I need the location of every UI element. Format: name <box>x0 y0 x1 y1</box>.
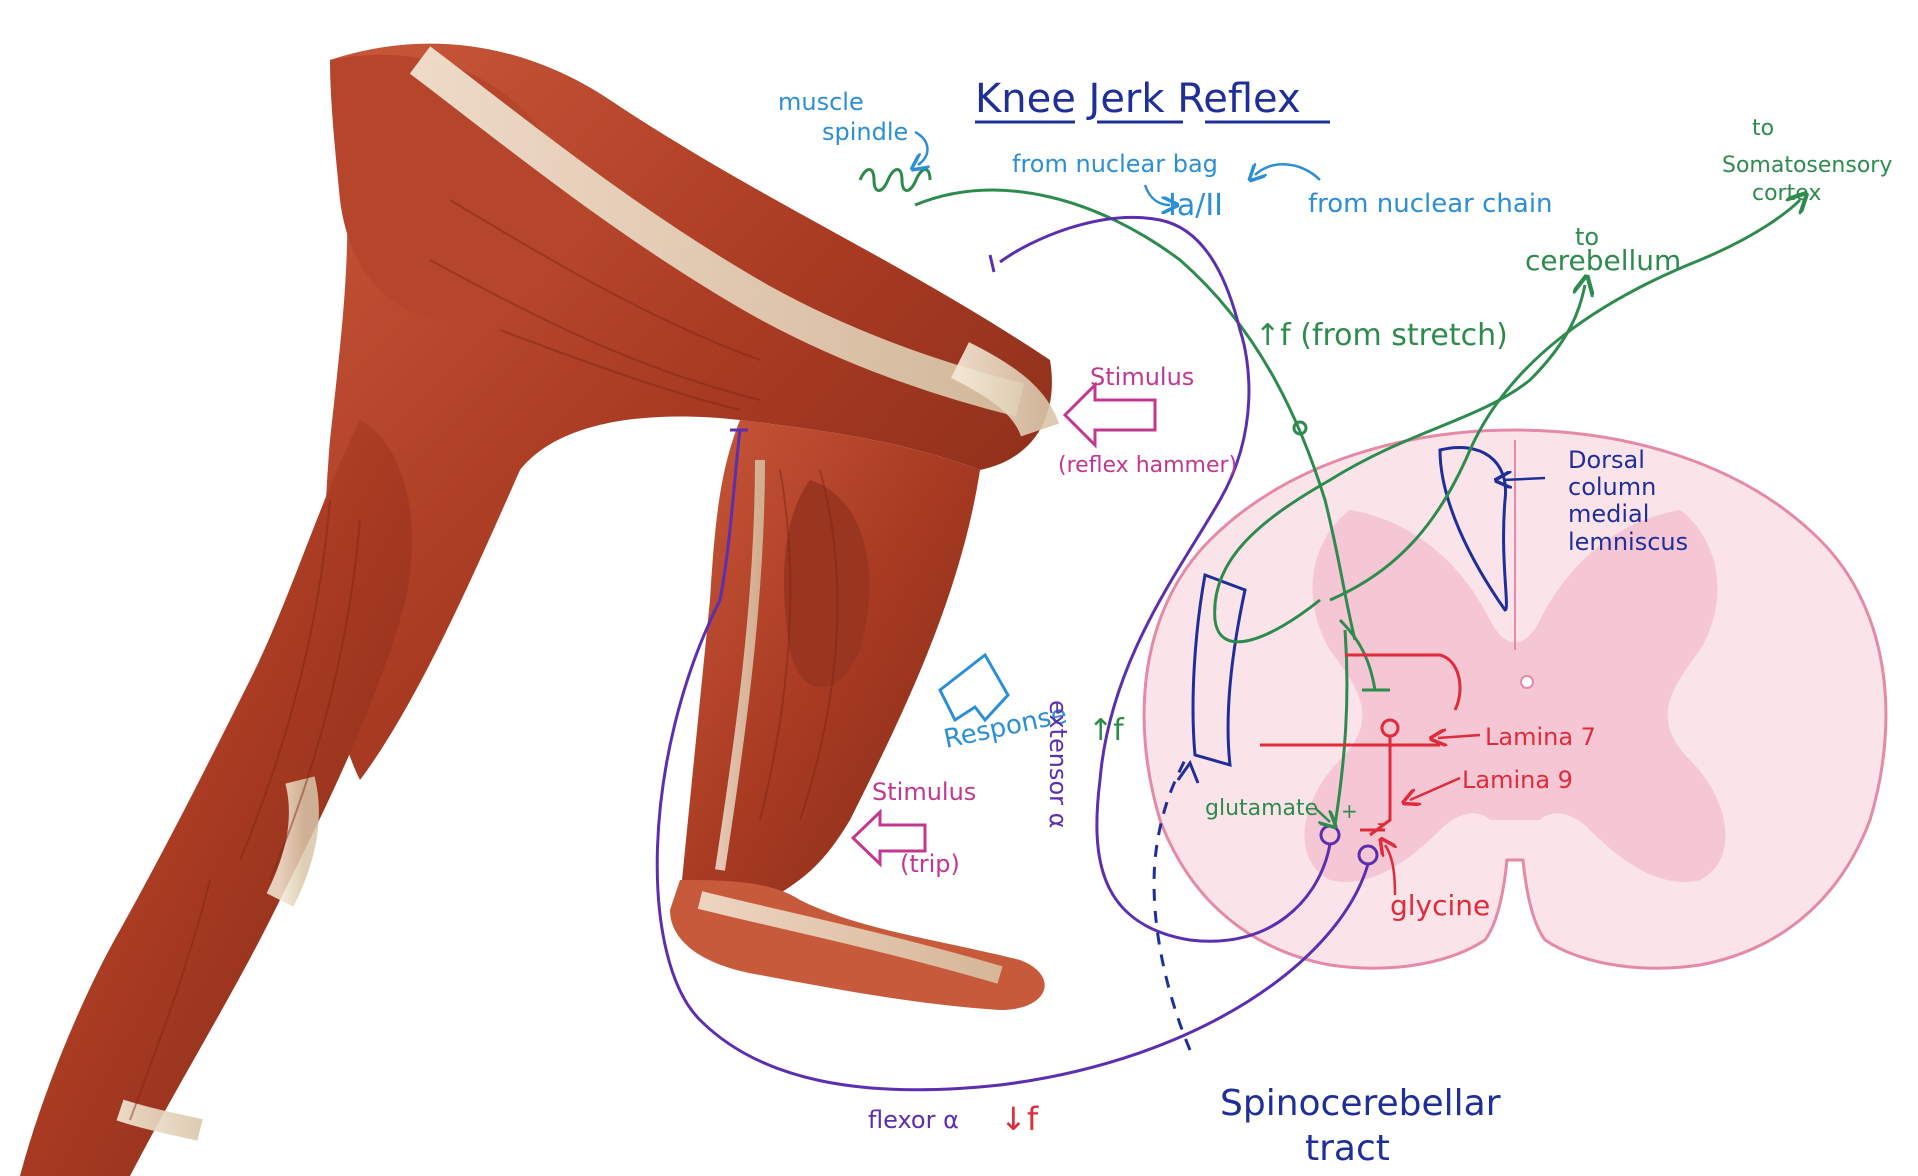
dorsal-column-branch <box>1329 200 1800 602</box>
extensor-terminal <box>988 254 996 273</box>
stimulus-hammer-label: Stimulus <box>1090 363 1194 391</box>
minus-sign: - <box>1377 811 1385 836</box>
to-cerebellum-label-1: to <box>1575 223 1599 251</box>
spinocerebellar-arrow <box>1176 759 1200 784</box>
muscle-fibers <box>129 199 839 1121</box>
to-somatosensory-label-1: to <box>1752 116 1774 141</box>
nuclear-bag-arrow <box>1143 184 1170 205</box>
muscle-spindle-label-1: muscle <box>778 88 864 116</box>
glutamate-label: glutamate <box>1205 796 1318 821</box>
knee-tendon <box>950 342 1059 438</box>
central-canal <box>1520 675 1534 689</box>
afferent-synapse-marker <box>1292 420 1308 436</box>
flexor-efferent-fiber <box>655 429 1370 1092</box>
up-f-from-stretch-label: ↑f (from stretch) <box>1255 318 1508 353</box>
iliotibial-band <box>409 46 1025 417</box>
up-f-label: ↑f <box>1088 713 1125 748</box>
spinocerebellar-label-2: tract <box>1305 1128 1390 1169</box>
dorsal-column-label-4: lemniscus <box>1568 528 1688 556</box>
to-cerebellum-label-2: cerebellum <box>1525 244 1681 277</box>
standing-leg <box>20 420 413 1176</box>
spinocerebellar-label-1: Spinocerebellar <box>1220 1083 1501 1124</box>
flexor-alpha-label: flexor α <box>868 1106 959 1134</box>
spindle-label-arrow <box>915 130 927 165</box>
glycine-label-arrow <box>1385 845 1395 896</box>
from-nuclear-chain-label: from nuclear chain <box>1308 189 1553 219</box>
extensor-alpha-label: extensor α <box>1044 700 1072 828</box>
lamina7-interneuron <box>1345 653 1462 711</box>
lamina9-label: Lamina 9 <box>1462 766 1573 794</box>
lamina7-label: Lamina 7 <box>1485 723 1596 751</box>
calf-muscle <box>784 480 870 688</box>
stimulus-hammer-arrow <box>1062 381 1157 449</box>
dorsal-column-tract <box>1438 445 1508 612</box>
dorsal-column-label-2: column <box>1568 473 1656 501</box>
extensor-efferent-fiber <box>999 215 1332 943</box>
leg-muscle-illustration <box>20 43 1059 1176</box>
lamina7-label-arrow <box>1438 735 1481 738</box>
from-nuclear-bag-label: from nuclear bag <box>1012 150 1218 178</box>
muscle-spindle-label-2: spindle <box>822 118 908 146</box>
nuclear-chain-arrow <box>1255 164 1321 180</box>
trip-label: (trip) <box>900 850 960 878</box>
dorsal-column-label-1: Dorsal <box>1568 446 1645 474</box>
spinocerebellar-branch <box>1213 285 1585 644</box>
ankle-band <box>116 1099 203 1141</box>
spinocerebellar-dashed-line <box>1152 759 1192 1051</box>
down-f-label: ↓f <box>1000 1100 1039 1138</box>
standing-knee-tendon <box>266 776 319 907</box>
lamina9-label-arrow <box>1410 776 1461 800</box>
afferent-ia-fiber <box>914 188 1357 641</box>
foot-tendons <box>697 891 1003 984</box>
to-somatosensory-label-3: cortex <box>1752 181 1821 206</box>
glycine-label: glycine <box>1390 889 1490 922</box>
stimulus-trip-arrow <box>850 808 927 868</box>
glutamate-label-arrow <box>1314 807 1330 822</box>
diagram-title: Knee Jerk Reflex <box>975 76 1301 122</box>
spinal-cord-cross-section <box>1142 428 1888 970</box>
ia-ii-label: Ia/II <box>1168 188 1223 223</box>
dorsal-label-arrow <box>1503 478 1546 480</box>
response-arrow <box>938 652 1010 723</box>
muscle-spindle-coil <box>858 168 932 192</box>
to-somatosensory-label-2: Somatosensory <box>1722 153 1892 178</box>
afferent-to-interneuron <box>1338 618 1377 691</box>
plus-sign: + <box>1341 799 1358 823</box>
shin-tendon <box>715 459 765 871</box>
dorsal-column-label-3: medial <box>1568 500 1649 528</box>
reflex-hammer-label: (reflex hammer) <box>1058 453 1237 478</box>
stimulus-trip-label: Stimulus <box>872 778 976 806</box>
